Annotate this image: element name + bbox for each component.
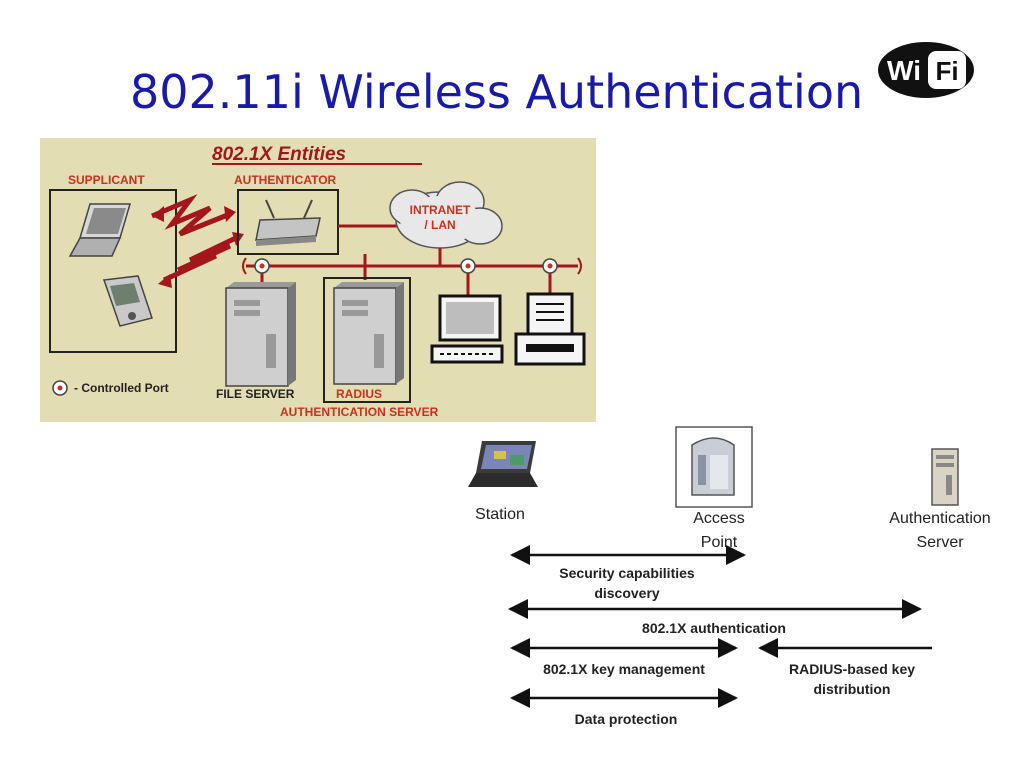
printer-icon (514, 292, 586, 366)
authenticator-label: AUTHENTICATOR (234, 173, 337, 187)
file-server-label: FILE SERVER (216, 387, 295, 401)
pda-icon (102, 275, 153, 327)
supplicant-box (49, 189, 177, 353)
wireless-link-icon (151, 194, 231, 237)
file-server-icon (225, 282, 296, 387)
legend-label: - Controlled Port (74, 381, 169, 395)
auth-flow-diagram: Station Access Point Authentication Serv… (468, 426, 991, 727)
radius-server-icon (333, 282, 404, 385)
wifi-logo-icon: Wi Fi (878, 42, 974, 98)
msg-security-label-2: discovery (594, 585, 660, 601)
workstation-icon (430, 294, 504, 364)
auth-server-label-2: Server (916, 534, 964, 551)
controlled-port-icon (254, 258, 558, 274)
slide-title: 802.11i Wireless Authentication (130, 65, 864, 119)
auth-server-label: AUTHENTICATION SERVER (280, 405, 439, 419)
authenticator-box (237, 189, 339, 255)
station-label: Station (475, 506, 525, 523)
radius-label: RADIUS (336, 387, 382, 401)
station-laptop-icon (468, 441, 538, 487)
msg-authentication-label: 802.1X authentication (642, 620, 786, 636)
logo-text-fi: Fi (935, 56, 958, 86)
authentication-server-icon (931, 448, 959, 506)
entities-title: 802.1X Entities (212, 144, 346, 165)
laptop-icon (68, 203, 132, 257)
supplicant-label: SUPPLICANT (68, 173, 145, 187)
logo-text-wi: Wi (887, 55, 921, 86)
msg-radius-key-label-2: distribution (814, 681, 891, 697)
msg-radius-key-label-1: RADIUS-based key (789, 661, 915, 677)
entities-diagram: 802.1X Entities SUPPLICANT AUTHENTICATOR (40, 138, 596, 422)
msg-key-management-label: 802.1X key management (543, 661, 705, 677)
cloud-label-2: / LAN (424, 218, 455, 232)
wireless-link-icon-2 (162, 233, 242, 283)
access-point-icon (255, 199, 321, 246)
access-point-label-2: Point (701, 534, 738, 551)
legend-port-icon (52, 380, 68, 396)
radius-box (323, 277, 411, 403)
msg-data-protection-label: Data protection (575, 711, 678, 727)
intranet-cloud-icon (389, 181, 503, 249)
cloud-label-1: INTRANET (410, 203, 471, 217)
access-point-label-1: Access (693, 510, 745, 527)
msg-security-label-1: Security capabilities (559, 565, 695, 581)
access-point-device-icon (691, 437, 735, 496)
auth-server-label-1: Authentication (889, 510, 990, 527)
